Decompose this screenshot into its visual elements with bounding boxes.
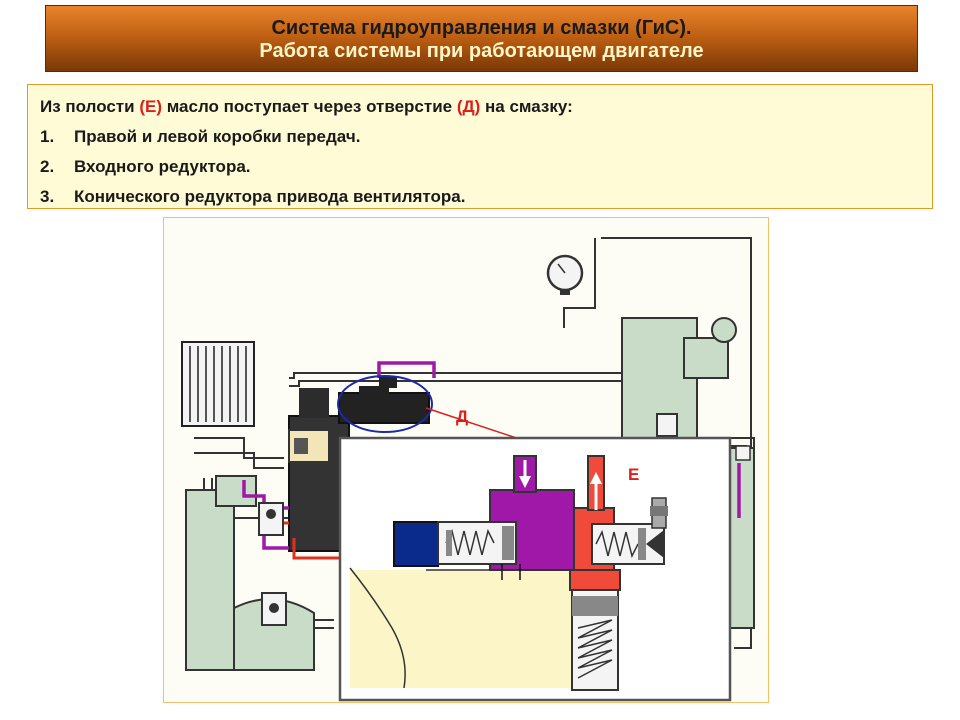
list-item: 1. Правой и левой коробки передач. xyxy=(40,125,920,155)
hydraulic-diagram-svg: Д xyxy=(181,237,755,702)
inset-detail: Е xyxy=(338,436,732,702)
list-number: 3. xyxy=(40,187,55,206)
radiator xyxy=(181,341,255,427)
list-text: Правой и левой коробки передач. xyxy=(74,127,361,146)
list-number: 1. xyxy=(40,127,55,146)
intro-text-2: масло поступает через отверстие xyxy=(161,97,457,116)
label-hole-d: (Д) xyxy=(456,97,481,116)
gearbox-housing-left xyxy=(185,475,315,671)
list-text: Конического редуктора привода вентилятор… xyxy=(74,187,466,206)
label-cavity-e: (Е) xyxy=(139,97,162,116)
intro-text-3: на смазку: xyxy=(480,97,573,116)
info-box: Из полости (Е) масло поступает через отв… xyxy=(27,84,933,209)
control-valve xyxy=(288,429,330,463)
flow-arrows xyxy=(501,460,602,580)
info-intro: Из полости (Е) масло поступает через отв… xyxy=(40,95,920,125)
title-main: Система гидроуправления и смазки (ГиС). xyxy=(271,17,692,39)
check-valves xyxy=(258,413,751,626)
title-banner: Система гидроуправления и смазки (ГиС). … xyxy=(45,5,918,72)
hydraulic-diagram: Д xyxy=(163,217,769,703)
intro-text-1: Из полости xyxy=(40,97,140,116)
list-text: Входного редуктора. xyxy=(74,157,251,176)
valve-unit-top xyxy=(337,375,433,433)
diagram-label-d: Д xyxy=(456,407,468,426)
pressure-gauge xyxy=(546,254,584,295)
list-item: 3. Конического редуктора привода вентилят… xyxy=(40,185,920,215)
diagram-label-e: Е xyxy=(628,465,639,484)
title-subtitle: Работа системы при работающем двигателе xyxy=(259,40,704,62)
list-item: 2. Входного редуктора. xyxy=(40,155,920,185)
list-number: 2. xyxy=(40,157,55,176)
